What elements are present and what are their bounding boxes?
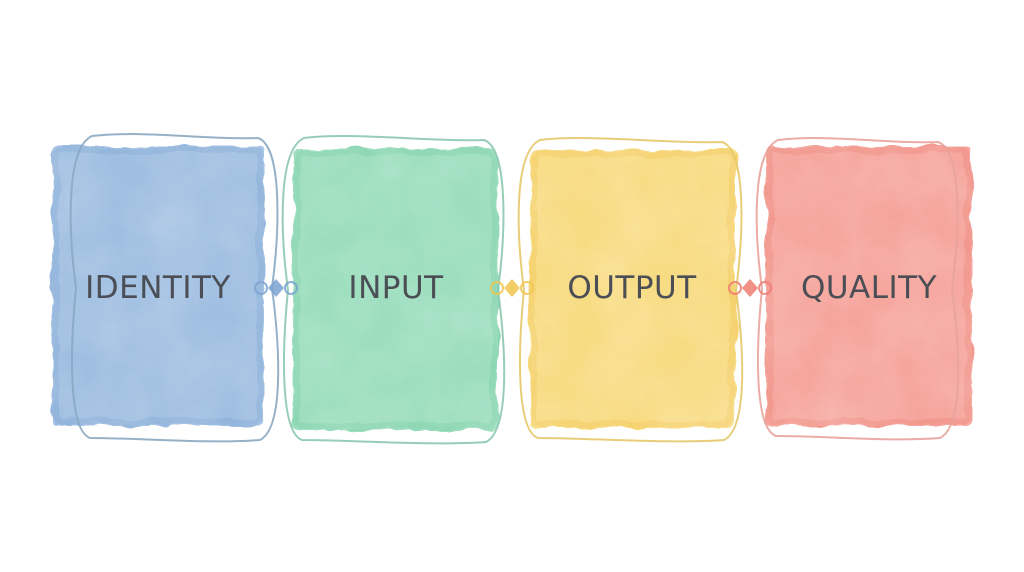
outline-loop-quality <box>755 137 960 441</box>
block-label-output: OUTPUT <box>567 270 697 306</box>
watercolor-block-quality <box>766 146 972 426</box>
outline-loop-input <box>281 135 506 445</box>
block-label-quality: QUALITY <box>800 270 938 306</box>
outline-loop-output <box>517 137 744 443</box>
watercolor-block-output <box>530 150 736 428</box>
connector-knot-1 <box>254 279 298 297</box>
outline-loop-identity <box>69 133 280 443</box>
block-label-identity: IDENTITY <box>85 270 231 306</box>
connector-knot-2 <box>490 279 534 297</box>
connector-knot-3 <box>728 279 772 297</box>
watercolor-block-input <box>292 148 498 430</box>
block-label-input: INPUT <box>348 270 444 306</box>
watercolor-block-identity <box>52 146 264 426</box>
